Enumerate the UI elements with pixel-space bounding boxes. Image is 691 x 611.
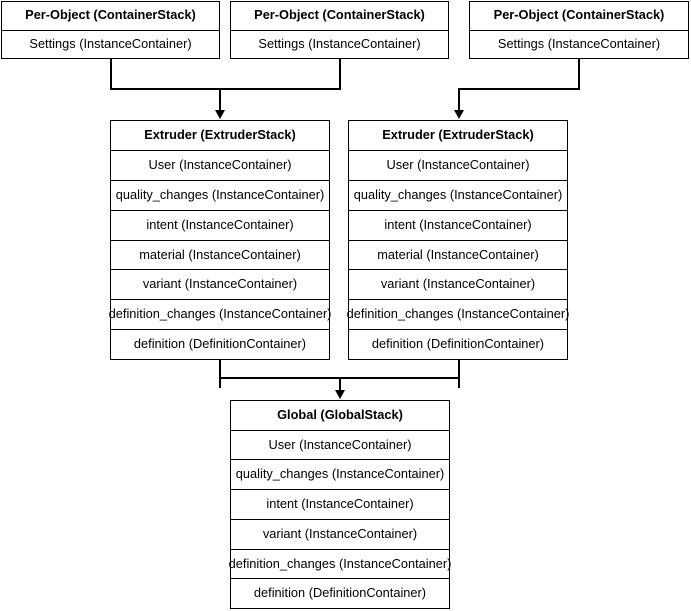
extruder-stack-2-row-intent: intent (InstanceContainer) <box>349 209 567 240</box>
per-object-stack-1-row-settings: Settings (InstanceContainer) <box>2 29 219 59</box>
global-stack-row-intent: intent (InstanceContainer) <box>231 489 449 519</box>
connector-extruder-2-drop <box>458 360 460 388</box>
per-object-stack-2-row-settings: Settings (InstanceContainer) <box>231 29 448 59</box>
extruder-stack-2-row-variant: variant (InstanceContainer) <box>349 269 567 299</box>
per-object-stack-3[interactable]: Per-Object (ContainerStack) Settings (In… <box>469 1 689 59</box>
connector-per-object-3-drop <box>578 59 580 89</box>
extruder-stack-2-row-quality-changes: quality_changes (InstanceContainer) <box>349 179 567 210</box>
arrowhead-to-global <box>335 390 345 399</box>
extruder-stack-2-row-definition-changes: definition_changes (InstanceContainer) <box>347 299 569 329</box>
per-object-stack-1-header: Per-Object (ContainerStack) <box>25 7 196 23</box>
global-stack-row-user: User (InstanceContainer) <box>231 429 449 460</box>
connector-per-object-1-drop <box>110 59 112 89</box>
connector-per-object-2-drop <box>339 59 341 89</box>
connector-per-object-merge-bar <box>110 88 341 90</box>
arrowhead-to-extruder-2 <box>454 110 464 119</box>
extruder-stack-1-row-definition-changes: definition_changes (InstanceContainer) <box>109 299 331 329</box>
global-stack-row-definition: definition (DefinitionContainer) <box>231 578 449 608</box>
connector-extruder-1-drop <box>219 360 221 388</box>
extruder-stack-1-row-user: User (InstanceContainer) <box>111 149 329 180</box>
connector-extruder-1-stem <box>219 88 221 112</box>
extruder-stack-2[interactable]: Extruder (ExtruderStack) User (InstanceC… <box>347 120 569 360</box>
global-stack[interactable]: Global (GlobalStack) User (InstanceConta… <box>229 400 451 609</box>
arrowhead-to-extruder-1 <box>215 110 225 119</box>
extruder-stack-2-header: Extruder (ExtruderStack) <box>382 127 534 143</box>
extruder-stack-1-row-quality-changes: quality_changes (InstanceContainer) <box>111 179 329 210</box>
global-stack-row-quality-changes: quality_changes (InstanceContainer) <box>231 459 449 489</box>
per-object-stack-2[interactable]: Per-Object (ContainerStack) Settings (In… <box>230 1 449 59</box>
extruder-stack-2-row-user: User (InstanceContainer) <box>349 149 567 180</box>
per-object-stack-1[interactable]: Per-Object (ContainerStack) Settings (In… <box>1 1 220 59</box>
extruder-stack-1-row-variant: variant (InstanceContainer) <box>111 269 329 299</box>
global-stack-header: Global (GlobalStack) <box>277 406 403 422</box>
extruder-stack-1[interactable]: Extruder (ExtruderStack) User (InstanceC… <box>109 120 331 360</box>
per-object-stack-3-header: Per-Object (ContainerStack) <box>493 7 665 23</box>
connector-extruder-2-stem <box>458 88 460 112</box>
extruder-stack-2-row-definition: definition (DefinitionContainer) <box>349 329 567 359</box>
extruder-stack-1-row-intent: intent (InstanceContainer) <box>111 209 329 240</box>
global-stack-row-variant: variant (InstanceContainer) <box>231 518 449 549</box>
global-stack-row-definition-changes: definition_changes (InstanceContainer) <box>229 548 451 579</box>
per-object-stack-2-header: Per-Object (ContainerStack) <box>254 7 425 23</box>
connector-global-stem <box>339 377 341 392</box>
extruder-stack-1-header: Extruder (ExtruderStack) <box>144 127 296 143</box>
extruder-stack-1-row-material: material (InstanceContainer) <box>111 239 329 270</box>
extruder-stack-1-row-definition: definition (DefinitionContainer) <box>111 329 329 359</box>
connector-per-object-3-bar <box>458 88 580 90</box>
extruder-stack-2-row-material: material (InstanceContainer) <box>349 239 567 270</box>
per-object-stack-3-row-settings: Settings (InstanceContainer) <box>470 29 688 59</box>
